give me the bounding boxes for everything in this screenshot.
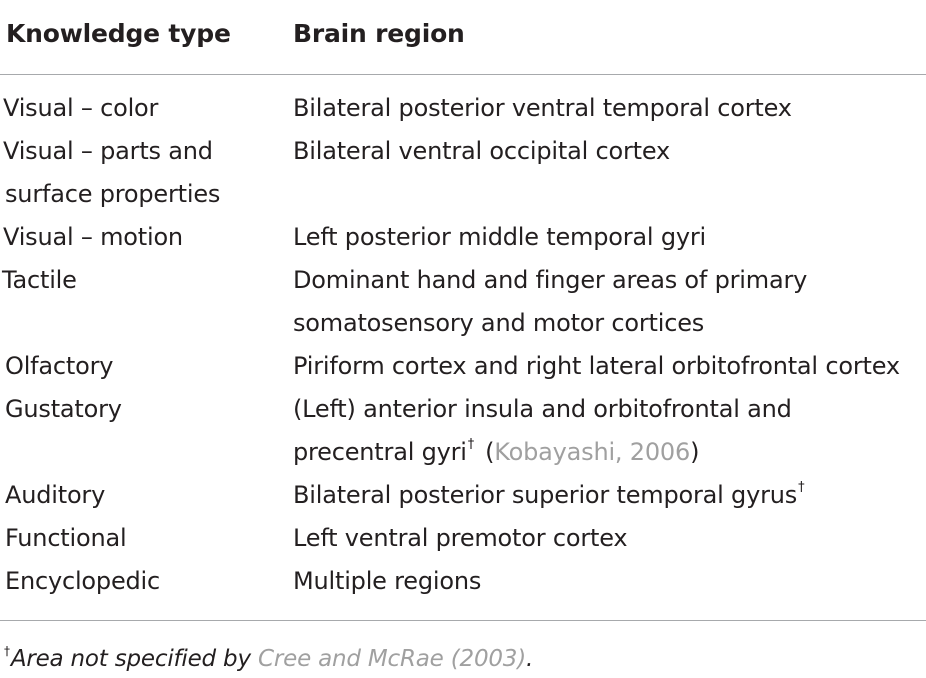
row-6-brain-region-text: precentral gyri (293, 438, 467, 466)
citation-link-cree-mcrae[interactable]: Cree and McRae (2003) (258, 646, 527, 672)
footnote: †Area not specified by Cree and McRae (2… (4, 643, 533, 678)
row-9-brain-region: Multiple regions (293, 567, 482, 595)
row-2-knowledge-type-line-2: surface properties (5, 180, 221, 208)
header-rule (0, 74, 926, 75)
row-5-knowledge-type: Olfactory (5, 352, 114, 380)
row-2-brain-region: Bilateral ventral occipital cortex (293, 137, 670, 165)
footnote-period: . (526, 646, 534, 672)
footnote-dagger: † (4, 644, 10, 658)
row-6-knowledge-type: Gustatory (5, 395, 122, 423)
row-8-brain-region: Left ventral premotor cortex (293, 524, 628, 552)
row-6-brain-region-line-2: precentral gyri† (Kobayashi, 2006) (293, 431, 699, 478)
row-4-knowledge-type: Tactile (2, 266, 77, 294)
row-3-knowledge-type: Visual – motion (3, 223, 183, 251)
row-4-brain-region-line-2: somatosensory and motor cortices (293, 309, 705, 337)
header-brain-region: Brain region (293, 19, 465, 48)
row-9-knowledge-type: Encyclopedic (5, 567, 161, 595)
row-7-brain-region: Bilateral posterior superior temporal gy… (293, 474, 805, 521)
row-2-knowledge-type-line-1: Visual – parts and (3, 137, 213, 165)
citation-open-paren: ( (485, 438, 495, 466)
dagger-footnote-marker: † (798, 480, 805, 495)
row-1-knowledge-type: Visual – color (3, 94, 159, 122)
row-8-knowledge-type: Functional (5, 524, 127, 552)
row-7-brain-region-text: Bilateral posterior superior temporal gy… (293, 481, 798, 509)
row-4-brain-region-line-1: Dominant hand and finger areas of primar… (293, 266, 808, 294)
row-1-brain-region: Bilateral posterior ventral temporal cor… (293, 94, 792, 122)
footnote-text: Area not specified by (10, 646, 251, 672)
row-3-brain-region: Left posterior middle temporal gyri (293, 223, 706, 251)
footer-rule (0, 620, 926, 621)
row-5-brain-region: Piriform cortex and right lateral orbito… (293, 352, 900, 380)
citation-close-paren: ) (690, 438, 700, 466)
dagger-footnote-marker: † (467, 437, 475, 452)
header-knowledge-type: Knowledge type (6, 19, 231, 48)
row-6-brain-region-line-1: (Left) anterior insula and orbitofrontal… (293, 395, 792, 423)
citation-link-kobayashi[interactable]: Kobayashi, 2006 (494, 438, 691, 466)
row-7-knowledge-type: Auditory (5, 481, 106, 509)
